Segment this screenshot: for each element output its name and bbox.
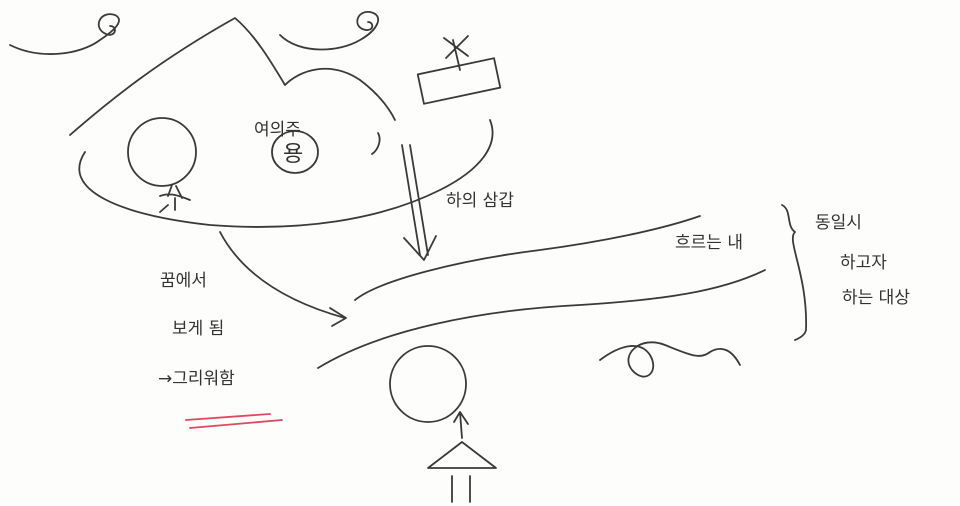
person-below — [390, 346, 496, 502]
world-label: 흐르는 내 — [675, 233, 743, 253]
descent-arrow — [402, 145, 436, 260]
mountain-outline — [70, 18, 395, 135]
brace-note-line3: 하는 대상 — [842, 288, 910, 308]
brace-mark — [782, 205, 806, 340]
dream-line1: 꿈에서 — [160, 271, 207, 291]
person-in-heaven — [128, 118, 196, 212]
longing-underline — [186, 414, 282, 428]
dream-arrow — [220, 232, 346, 326]
brace-note-line2: 하고자 — [840, 253, 887, 273]
cloud-swirl-right — [280, 12, 378, 50]
heaven-maiden-label: 여의주 — [254, 120, 301, 140]
dragon-label: 용 — [283, 142, 303, 167]
crossed-sign-icon — [418, 36, 501, 104]
loop-squiggle — [600, 342, 740, 376]
comma-mark — [372, 133, 380, 154]
cloud-swirl-left — [10, 14, 119, 54]
brace-note-line1: 동일시 — [815, 213, 862, 233]
dream-line2: 보게 됨 — [172, 319, 224, 339]
longing-line: →그리워함 — [158, 369, 235, 389]
descent-label: 하의 삼갑 — [446, 191, 514, 211]
